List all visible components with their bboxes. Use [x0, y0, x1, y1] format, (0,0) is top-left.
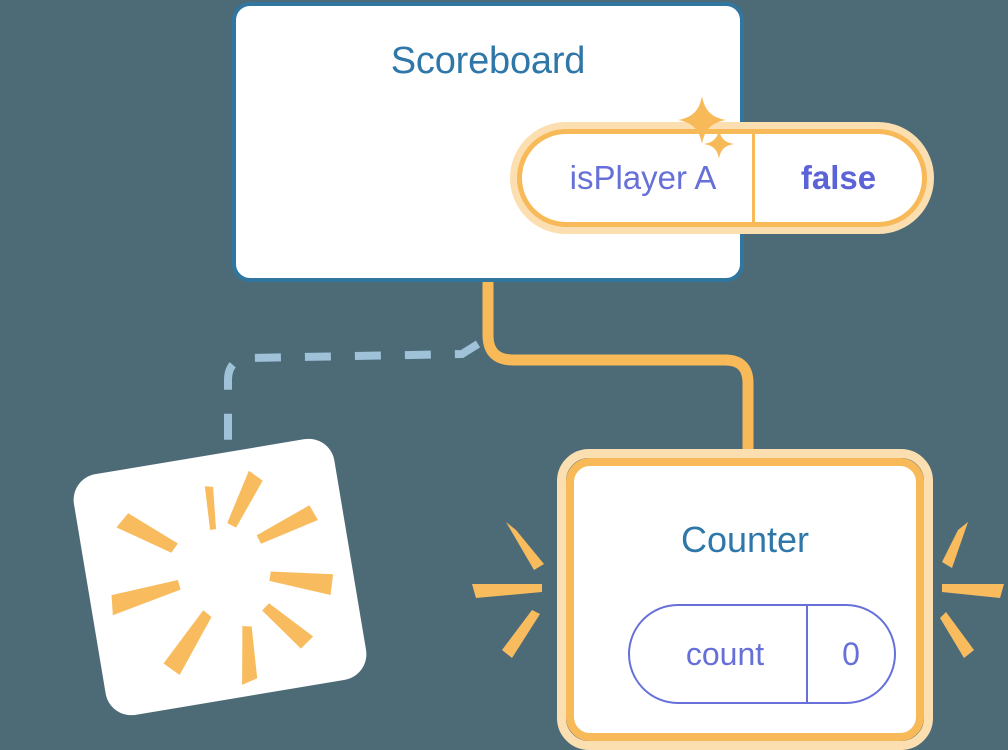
- counter-pill-divider: [806, 606, 808, 702]
- counter-pill-key: count: [685, 635, 765, 672]
- state-pill-key: isPlayer A: [569, 159, 717, 196]
- state-pill-glow-ring: [510, 122, 934, 234]
- scoreboard-title: Scoreboard: [390, 40, 586, 82]
- flash-rays-icon: [111, 470, 334, 685]
- counter-card[interactable]: Counter count 0: [557, 449, 933, 750]
- counter-title: Counter: [680, 519, 810, 560]
- scoreboard-card[interactable]: Scoreboard isPlayer A false: [232, 2, 934, 282]
- state-pill-divider: [752, 134, 755, 222]
- re-render-flash-card: [69, 434, 371, 720]
- counter-burst-left-icon: [472, 522, 544, 658]
- counter-state-pill[interactable]: count 0: [628, 604, 896, 704]
- counter-pill-value: 0: [842, 635, 860, 672]
- sparkle-small-icon: [704, 129, 734, 159]
- sparkle-large-icon: [678, 96, 726, 144]
- orange-connector-path: [482, 282, 754, 460]
- counter-burst-right-icon: [940, 522, 1004, 658]
- counter-card-body: Counter count 0: [566, 458, 924, 741]
- state-pill-value: false: [800, 159, 877, 196]
